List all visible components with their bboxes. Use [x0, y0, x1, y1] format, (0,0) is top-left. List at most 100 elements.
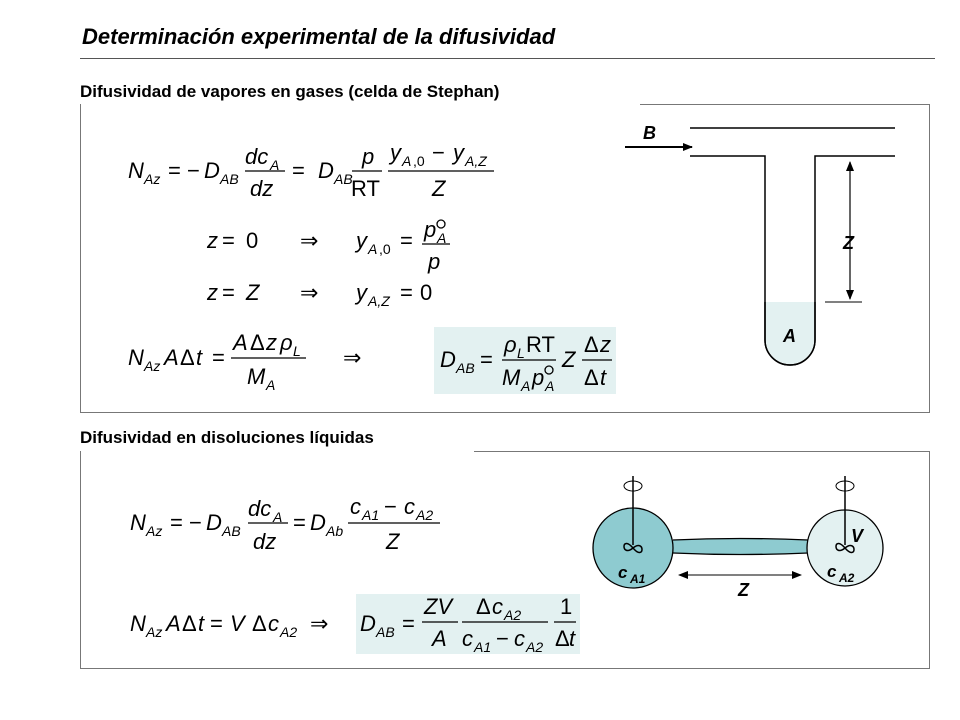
stirrer-left-icon: [623, 542, 643, 554]
svg-text:V: V: [230, 611, 247, 636]
equation-mass-balance-liquid: N Az A Δ t = V Δ c A2 ⇒: [130, 611, 328, 640]
equation-mass-balance-gas: N Az A Δ t = A Δ z ρ L M A ⇒: [128, 330, 361, 393]
svg-text:Δ: Δ: [584, 332, 599, 357]
svg-text:dz: dz: [250, 176, 273, 201]
svg-text:Δ: Δ: [584, 365, 599, 390]
equation-boundary-z0: z = 0 ⇒ y A ,0 = p A p: [206, 217, 450, 274]
svg-text:RT: RT: [526, 332, 555, 357]
svg-text:⇒: ⇒: [343, 345, 361, 370]
svg-text:Δ: Δ: [555, 626, 570, 651]
svg-text:t: t: [569, 626, 576, 651]
label-B: B: [643, 123, 656, 143]
svg-text:c: c: [350, 494, 361, 519]
svg-text:A: A: [164, 611, 181, 636]
svg-text:A1: A1: [473, 639, 491, 655]
svg-text:D: D: [310, 510, 326, 535]
svg-text:=: =: [222, 280, 235, 305]
svg-text:Z: Z: [245, 280, 261, 305]
label-A: A: [782, 326, 796, 346]
svg-text:t: t: [196, 345, 203, 370]
svg-text:=: =: [480, 347, 493, 372]
svg-text:N: N: [128, 158, 144, 183]
svg-text:Az: Az: [143, 358, 160, 374]
label-Z: Z: [737, 580, 750, 600]
svg-text:=: =: [212, 345, 225, 370]
svg-text:M: M: [247, 364, 266, 389]
svg-text:ρ: ρ: [279, 330, 293, 355]
svg-text:D: D: [204, 158, 220, 183]
equation-flux-gas: N Az = − D AB dc A dz = D AB p RT y A ,0…: [128, 140, 494, 201]
svg-text:0: 0: [420, 280, 432, 305]
svg-text:=: =: [400, 280, 413, 305]
svg-text:AB: AB: [333, 171, 353, 187]
label-V: V: [851, 526, 865, 546]
label-cA1: c: [618, 563, 628, 582]
svg-text:Δ: Δ: [250, 330, 265, 355]
svg-text:c: c: [462, 626, 473, 651]
stephan-cell-diagram: B Z A: [625, 123, 895, 366]
equation-flux-liquid: N Az = − D AB dc A dz = D Ab c A1 − c A2…: [130, 494, 440, 554]
label-Z: Z: [842, 233, 855, 253]
svg-text:D: D: [440, 347, 456, 372]
svg-text:=: =: [293, 510, 306, 535]
svg-text:z: z: [265, 330, 277, 355]
svg-text:A2: A2: [525, 639, 543, 655]
svg-text:AB: AB: [375, 624, 395, 640]
svg-text:t: t: [198, 611, 205, 636]
svg-text:p: p: [531, 365, 544, 390]
svg-text:⇒: ⇒: [300, 280, 318, 305]
svg-text:A2: A2: [415, 507, 433, 523]
result-box-liquid-diffusivity: D AB = ZV A Δ c A2 c A1 − c A2 1 Δ t: [356, 594, 580, 655]
svg-text:Az: Az: [145, 624, 162, 640]
svg-text:dz: dz: [253, 529, 276, 554]
svg-text:=: =: [402, 611, 415, 636]
svg-text:= −: = −: [170, 510, 202, 535]
svg-text:A,Z: A,Z: [367, 293, 390, 309]
svg-text:=: =: [292, 158, 305, 183]
svg-text:y: y: [388, 140, 403, 165]
svg-text:−: −: [384, 494, 397, 519]
svg-text:c: c: [268, 611, 279, 636]
svg-text:A: A: [272, 509, 282, 525]
svg-text:=: =: [400, 228, 413, 253]
section-heading-gases: Difusividad de vapores en gases (celda d…: [80, 82, 500, 101]
svg-text:−: −: [496, 626, 509, 651]
svg-text:z: z: [206, 228, 218, 253]
svg-text:A: A: [162, 345, 179, 370]
svg-text:M: M: [502, 365, 521, 390]
svg-text:−: −: [432, 140, 445, 165]
svg-text:A2: A2: [503, 607, 521, 623]
svg-text:L: L: [517, 345, 525, 361]
svg-text:AB: AB: [221, 523, 241, 539]
label-cA2: c: [827, 562, 837, 581]
svg-text:z: z: [599, 332, 611, 357]
svg-text:A: A: [544, 378, 554, 394]
svg-text:c: c: [404, 494, 415, 519]
svg-text:,0: ,0: [413, 153, 425, 169]
svg-text:c: c: [492, 594, 503, 619]
svg-text:A1: A1: [361, 507, 379, 523]
label-cA1-sub: A1: [629, 572, 646, 586]
svg-text:A: A: [520, 378, 530, 394]
svg-text:D: D: [360, 611, 376, 636]
svg-text:N: N: [128, 345, 144, 370]
svg-text:AB: AB: [455, 360, 475, 376]
panel-stephan-cell: [80, 104, 930, 413]
svg-text:p: p: [361, 144, 374, 169]
svg-text:Δ: Δ: [182, 611, 197, 636]
svg-text:AB: AB: [219, 171, 239, 187]
svg-text:Δ: Δ: [476, 594, 491, 619]
svg-text:N: N: [130, 510, 146, 535]
stirrer-right-icon: [835, 542, 855, 554]
svg-text:Δ: Δ: [180, 345, 195, 370]
svg-text:0: 0: [246, 228, 258, 253]
svg-text:N: N: [130, 611, 146, 636]
svg-text:y: y: [354, 228, 369, 253]
svg-text:D: D: [318, 158, 334, 183]
svg-text:Az: Az: [143, 171, 160, 187]
svg-text:Δ: Δ: [252, 611, 267, 636]
svg-text:c: c: [514, 626, 525, 651]
svg-text:Z: Z: [385, 529, 401, 554]
svg-text:Z: Z: [561, 347, 577, 372]
